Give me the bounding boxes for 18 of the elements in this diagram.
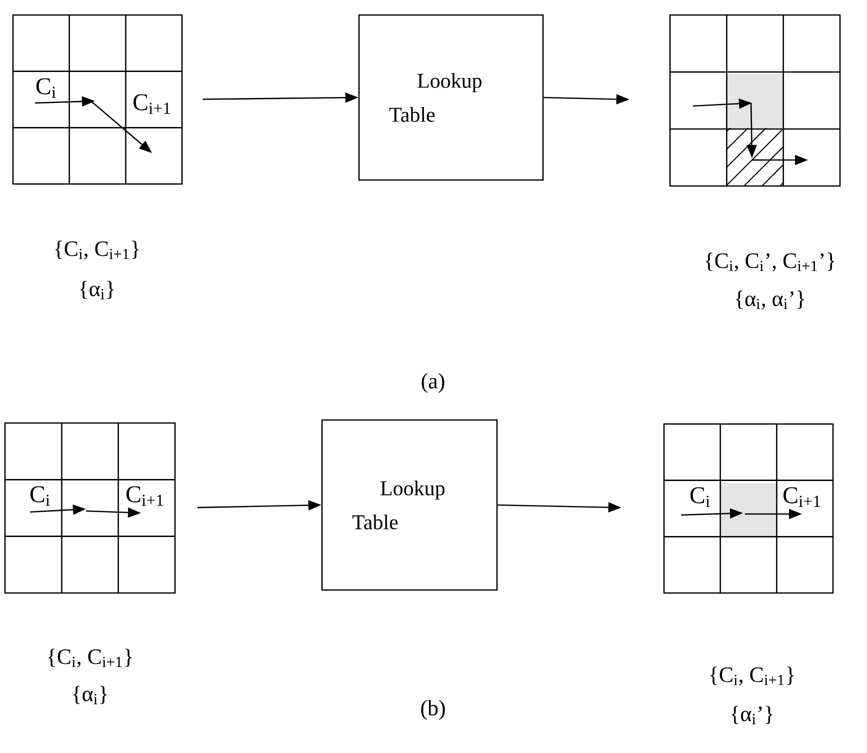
set-label: {C$_{i}$, C$_{i+1}$} [48,648,132,668]
set-label: {α$_{i}$} [73,686,107,704]
set-label: {α$_{i}$, α$_{i}$’} [736,290,804,310]
set-label: {C$_{i}$, C$_{i}$’, C$_{i+1}$’} [706,252,834,272]
panel-label: (b) [421,700,445,720]
set-label: {α$_{i}$’} [732,706,772,724]
panel-label: (a) [422,373,444,393]
cell-label: C$_{i+1}$ [133,94,170,114]
cell-label: C$_{i}$ [36,78,56,98]
process-box: Lookup Table [358,14,544,181]
set-label: {C$_{i}$, C$_{i+1}$} [55,240,139,260]
cell-label: C$_{i}$ [690,487,710,507]
set-label: {C$_{i}$, C$_{i+1}$} [710,666,794,686]
process-box: Lookup Table [321,419,498,591]
cell-label: C$_{i+1}$ [126,486,164,506]
cell-label: C$_{i+1}$ [783,487,820,507]
set-label: {α$_{i}$} [80,280,114,300]
cell-label: C$_{i}$ [30,486,50,506]
